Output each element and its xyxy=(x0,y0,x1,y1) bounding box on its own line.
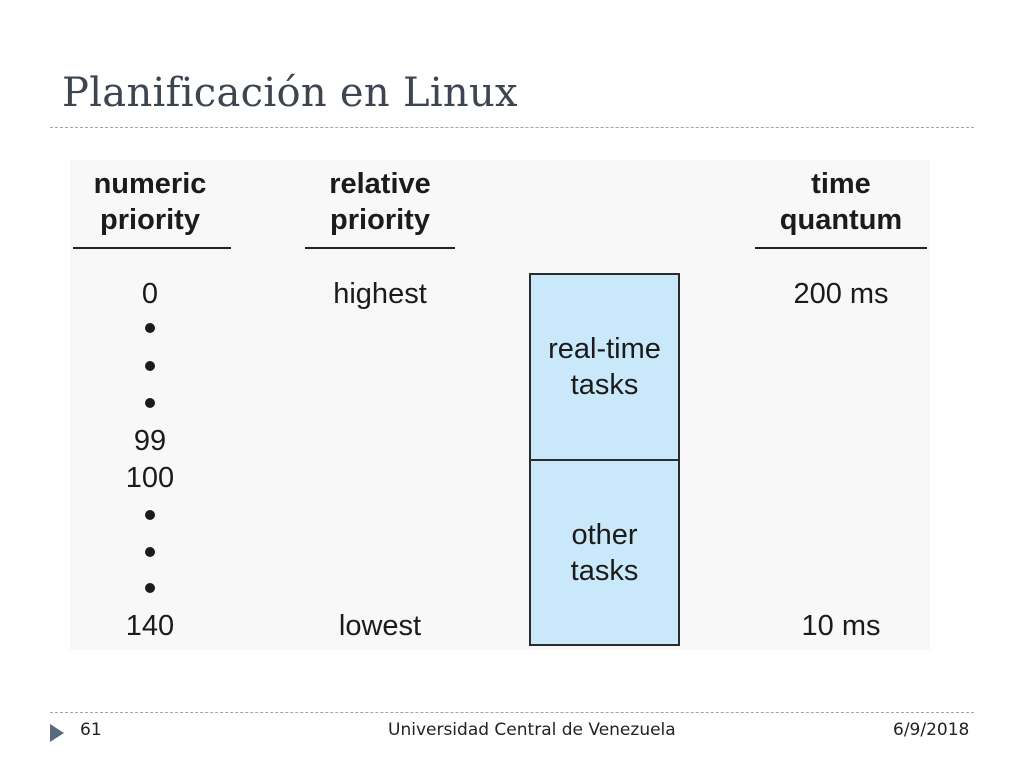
ellipsis-dot xyxy=(145,583,155,593)
realtime-tasks-box: real-time tasks xyxy=(529,273,680,461)
header-quantum-line2: quantum xyxy=(779,204,903,236)
realtime-label-line1: real-time xyxy=(548,333,661,365)
header-relative-priority: relative priority xyxy=(305,166,455,238)
ellipsis-dot xyxy=(145,323,155,333)
header-numeric-priority: numeric priority xyxy=(70,166,230,238)
numeric-priority-140: 140 xyxy=(125,610,175,642)
other-label-line1: other xyxy=(571,518,638,551)
relative-highest: highest xyxy=(333,278,427,310)
footer-divider xyxy=(50,712,974,713)
quantum-200ms: 200 ms xyxy=(793,278,889,310)
bullet-arrow-icon xyxy=(50,724,64,742)
numeric-priority-0: 0 xyxy=(141,278,159,310)
page-number: 61 xyxy=(80,720,102,740)
ellipsis-dot xyxy=(145,547,155,557)
header-time-quantum: time quantum xyxy=(755,166,927,238)
header-numeric-underline xyxy=(73,247,231,249)
other-tasks-box: other tasks xyxy=(529,459,680,646)
numeric-priority-99: 99 xyxy=(133,425,167,457)
priority-figure: numeric priority relative priority time … xyxy=(70,160,930,650)
header-numeric-line1: numeric xyxy=(93,168,207,200)
numeric-priority-100: 100 xyxy=(125,462,175,494)
footer-date: 6/9/2018 xyxy=(893,720,970,740)
ellipsis-dot xyxy=(145,361,155,371)
quantum-10ms: 10 ms xyxy=(801,610,881,642)
header-quantum-line1: time xyxy=(811,168,871,200)
other-label-line2: tasks xyxy=(570,554,639,587)
header-relative-line2: priority xyxy=(330,204,430,236)
footer-institution: Universidad Central de Venezuela xyxy=(388,720,676,740)
relative-lowest: lowest xyxy=(338,610,422,642)
header-relative-line1: relative xyxy=(329,168,431,200)
ellipsis-dot xyxy=(145,510,155,520)
header-relative-underline xyxy=(305,247,455,249)
ellipsis-dot xyxy=(145,398,155,408)
slide-title: Planificación en Linux xyxy=(62,70,518,116)
header-numeric-line2: priority xyxy=(100,204,200,236)
header-quantum-underline xyxy=(755,247,927,249)
title-divider xyxy=(50,127,974,128)
realtime-label-line2: tasks xyxy=(570,369,639,401)
